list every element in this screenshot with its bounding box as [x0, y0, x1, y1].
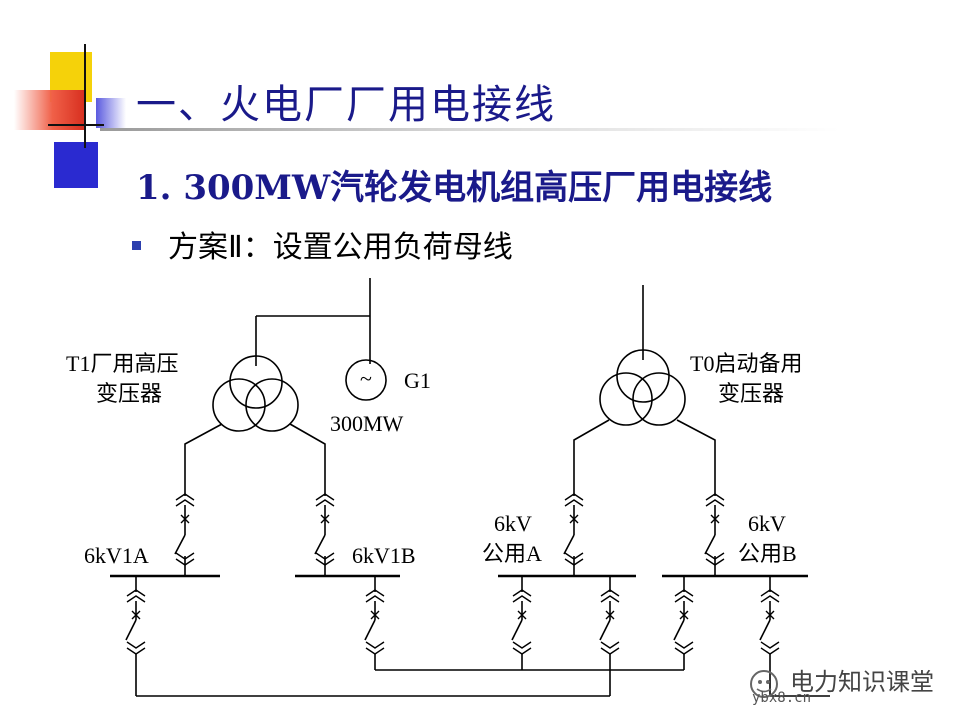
watermark-url: ybx8.cn [752, 690, 812, 706]
t0-label-line1: T0启动备用 [690, 351, 802, 376]
bus-6kv1a-label: 6kV1A [84, 543, 149, 568]
bus-common-b-label-line2: 公用B [738, 541, 797, 566]
deco-horizontal-line [48, 124, 104, 126]
g1-symbol: ~ [360, 366, 372, 391]
deco-vertical-line [84, 44, 86, 148]
deco-red-gradient [14, 90, 84, 130]
plan-bullet-text: 方案Ⅱ：设置公用负荷母线 [168, 230, 513, 265]
t0-winding-right [632, 372, 686, 426]
bus-common-a-label-line2: 公用A [482, 541, 542, 566]
bus-common-a-label-line1: 6kV [494, 511, 532, 536]
deco-blue-gradient [96, 98, 126, 128]
bullet-marker [132, 241, 141, 250]
t1-winding-top [229, 355, 283, 409]
t1-lead-a [184, 423, 223, 496]
t0-label-line2: 变压器 [718, 381, 784, 406]
t1-label-line1: T1厂用高压 [66, 351, 178, 376]
deco-blue-square [54, 142, 98, 188]
watermark-logo-icon [750, 670, 778, 698]
page-title: 一、火电厂厂用电接线 [136, 82, 556, 128]
g1-rating: 300MW [330, 411, 404, 436]
g1-generator-circle [345, 359, 387, 401]
t1-winding-left [212, 378, 266, 432]
bus-6kv1b-label: 6kV1B [352, 543, 416, 568]
t1-lead-b [289, 423, 326, 496]
watermark-text: 电力知识课堂 [790, 668, 934, 696]
bus-common-b-label-line1: 6kV [748, 511, 786, 536]
t0-lead-a [573, 419, 610, 496]
t0-winding-top [616, 349, 670, 403]
g1-label: G1 [404, 368, 431, 393]
t0-winding-left [599, 372, 653, 426]
title-divider [100, 128, 840, 131]
t1-label-line2: 变压器 [96, 381, 162, 406]
t0-lead-b [676, 419, 716, 496]
section-subtitle: 1. 300MW汽轮发电机组高压厂用电接线 [136, 168, 773, 208]
t1-winding-right [245, 378, 299, 432]
